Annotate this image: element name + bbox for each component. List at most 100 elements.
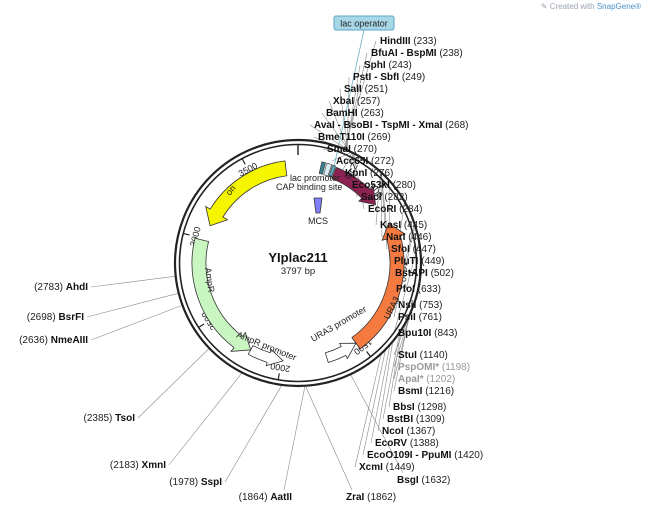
site-label-sali: SalI (251) xyxy=(344,84,388,95)
connector-ecoo109i-ppumi xyxy=(362,349,386,456)
connector-psii xyxy=(393,225,416,318)
site-label-ecorv: EcoRV (1388) xyxy=(375,438,439,449)
site-label-bsmi: BsmI (1216) xyxy=(398,386,454,397)
connector-bsmi xyxy=(393,315,410,392)
connector-psti-sbfi xyxy=(346,76,350,151)
lacz-feature xyxy=(331,166,377,206)
site-label-acc65i: Acc65I (272) xyxy=(336,156,394,167)
lac-operator-feature xyxy=(328,164,337,178)
tick-label-2000: 2000 xyxy=(270,361,291,374)
ura3-promoter-feature xyxy=(324,342,357,363)
connector-ahdi xyxy=(90,275,176,288)
site-label-smai: SmaI (270) xyxy=(327,144,377,155)
site-label-hindiii: HindIII (233) xyxy=(380,36,437,47)
mcs-label: MCS xyxy=(308,216,328,226)
connector-bsgi xyxy=(350,374,404,474)
cap-binding-site-label: CAP binding site xyxy=(276,182,342,192)
site-label-tsoi: (2385) TsoI xyxy=(83,413,135,424)
site-label-xcmi: XcmI (1449) xyxy=(359,462,415,473)
tick-mark-2500 xyxy=(198,323,205,328)
site-label-xmni: (2183) XmnI xyxy=(110,460,166,471)
watermark-icon: ✎ xyxy=(540,2,548,11)
site-label-psti-sbfi: PstI - SbfI (249) xyxy=(353,72,425,83)
site-label-pfoi: PfoI (633) xyxy=(396,284,441,295)
ori-feature xyxy=(205,160,288,227)
lac-promoter-feature xyxy=(323,162,333,177)
connector-sali xyxy=(339,88,348,151)
features xyxy=(191,160,407,367)
site-label-nmeaiii: (2636) NmeAIII xyxy=(19,335,88,346)
snapgene-watermark: ✎ Created with SnapGene® xyxy=(541,2,641,11)
ura3-feature xyxy=(351,222,407,350)
site-label-bsgi: BsgI (1632) xyxy=(397,475,450,486)
site-label-ahdi: (2783) AhdI xyxy=(34,282,88,293)
mcs-feature xyxy=(313,197,323,214)
site-label-apai: ApaI* (1202) xyxy=(398,374,455,385)
site-label-ecori: EcoRI (284) xyxy=(368,204,422,215)
restriction-site-labels: HindIII (233)BfuAI - BspMI (238)SphI (24… xyxy=(19,36,483,503)
site-label-pspomi: PspOMI* (1198) xyxy=(398,362,470,373)
connector-aatii xyxy=(283,385,306,491)
site-label-avai-bsobi-tspmi-xmai: AvaI - BsoBI - TspMI - XmaI (268) xyxy=(314,120,468,131)
connector-bamhi xyxy=(321,112,351,152)
site-label-stui: StuI (1140) xyxy=(398,350,448,361)
connector-lac-operator xyxy=(333,29,365,166)
connector-bpu10i xyxy=(393,241,420,334)
connector-bstbi xyxy=(382,331,401,420)
watermark-prefix: Created with xyxy=(549,2,595,11)
connector-avai-bsobi-tspmi-xmai xyxy=(309,124,351,153)
connector-tsoi xyxy=(137,348,210,419)
site-label-zrai: ZraI (1862) xyxy=(346,492,396,503)
connector-ecorv xyxy=(370,344,391,444)
connector-xmni xyxy=(168,372,243,466)
ampr-label: AmpR xyxy=(203,267,216,294)
site-label-aatii: (1864) AatII xyxy=(239,492,293,503)
connector-xcmi xyxy=(354,353,382,468)
site-label-bsrfi: (2698) BsrFI xyxy=(27,312,84,323)
lac-promoter-label: lac promoter xyxy=(290,173,340,183)
site-label-nsii: NsiI (753) xyxy=(398,300,442,311)
ampr-feature xyxy=(191,237,252,352)
connector-zrai xyxy=(305,385,353,491)
cap-binding-site-feature xyxy=(318,161,326,175)
backbone-outer-circle xyxy=(173,138,423,388)
site-label-bbsi: BbsI (1298) xyxy=(393,402,446,413)
site-label-bamhi: BamHI (263) xyxy=(326,108,384,119)
site-label-bstbi: BstBI (1309) xyxy=(387,414,445,425)
site-label-bmet110i: BmeT110I (269) xyxy=(318,132,391,143)
tick-mark-2000 xyxy=(277,373,280,380)
tick-mark-3000 xyxy=(183,232,190,236)
ori-label: ori xyxy=(224,183,238,197)
site-label-kasi: KasI (445) xyxy=(380,220,427,231)
plasmid-length: 3797 bp xyxy=(281,266,315,277)
tick-mark-1000 xyxy=(409,271,417,274)
site-label-sspi: (1978) SspI xyxy=(169,477,222,488)
lac-operator-label-box: lac operator xyxy=(333,15,395,31)
connector-kasi xyxy=(375,171,381,226)
tick-mark-500 xyxy=(380,182,386,188)
connector-nari xyxy=(380,171,383,238)
site-label-ecoo109i-ppumi: EcoO109I - PpuMI (1420) xyxy=(367,450,483,461)
connector-bbsi xyxy=(388,330,402,408)
site-label-xbai: XbaI (257) xyxy=(333,96,380,107)
connector-xbai xyxy=(328,100,350,152)
site-label-nari: NarI (446) xyxy=(386,232,432,243)
tick-mark-1500 xyxy=(366,351,372,358)
site-label-kpni: KpnI (276) xyxy=(345,168,393,179)
plasmid-name: YIplac211 xyxy=(268,250,327,265)
site-label-sfoi: SfoI (447) xyxy=(391,244,436,255)
lac-operator-label: lac operator xyxy=(340,19,388,29)
site-label-psii: PsiI (761) xyxy=(398,312,442,323)
connector-sphi xyxy=(345,64,361,150)
connector-bsrfi xyxy=(86,292,179,318)
ampr-promoter-feature xyxy=(247,344,284,367)
site-label-pluti: PluTI (449) xyxy=(394,256,445,267)
site-label-bfuai-bspmi: BfuAI - BspMI (238) xyxy=(371,48,463,59)
watermark-brand: SnapGene® xyxy=(596,2,641,11)
site-label-ncoi: NcoI (1367) xyxy=(382,426,435,437)
site-label-eco53ki: Eco53kI (280) xyxy=(352,180,416,191)
connector-ncoi xyxy=(377,341,394,432)
site-label-sphi: SphI (243) xyxy=(364,60,412,71)
site-label-bpu10i: Bpu10I (843) xyxy=(398,328,457,339)
